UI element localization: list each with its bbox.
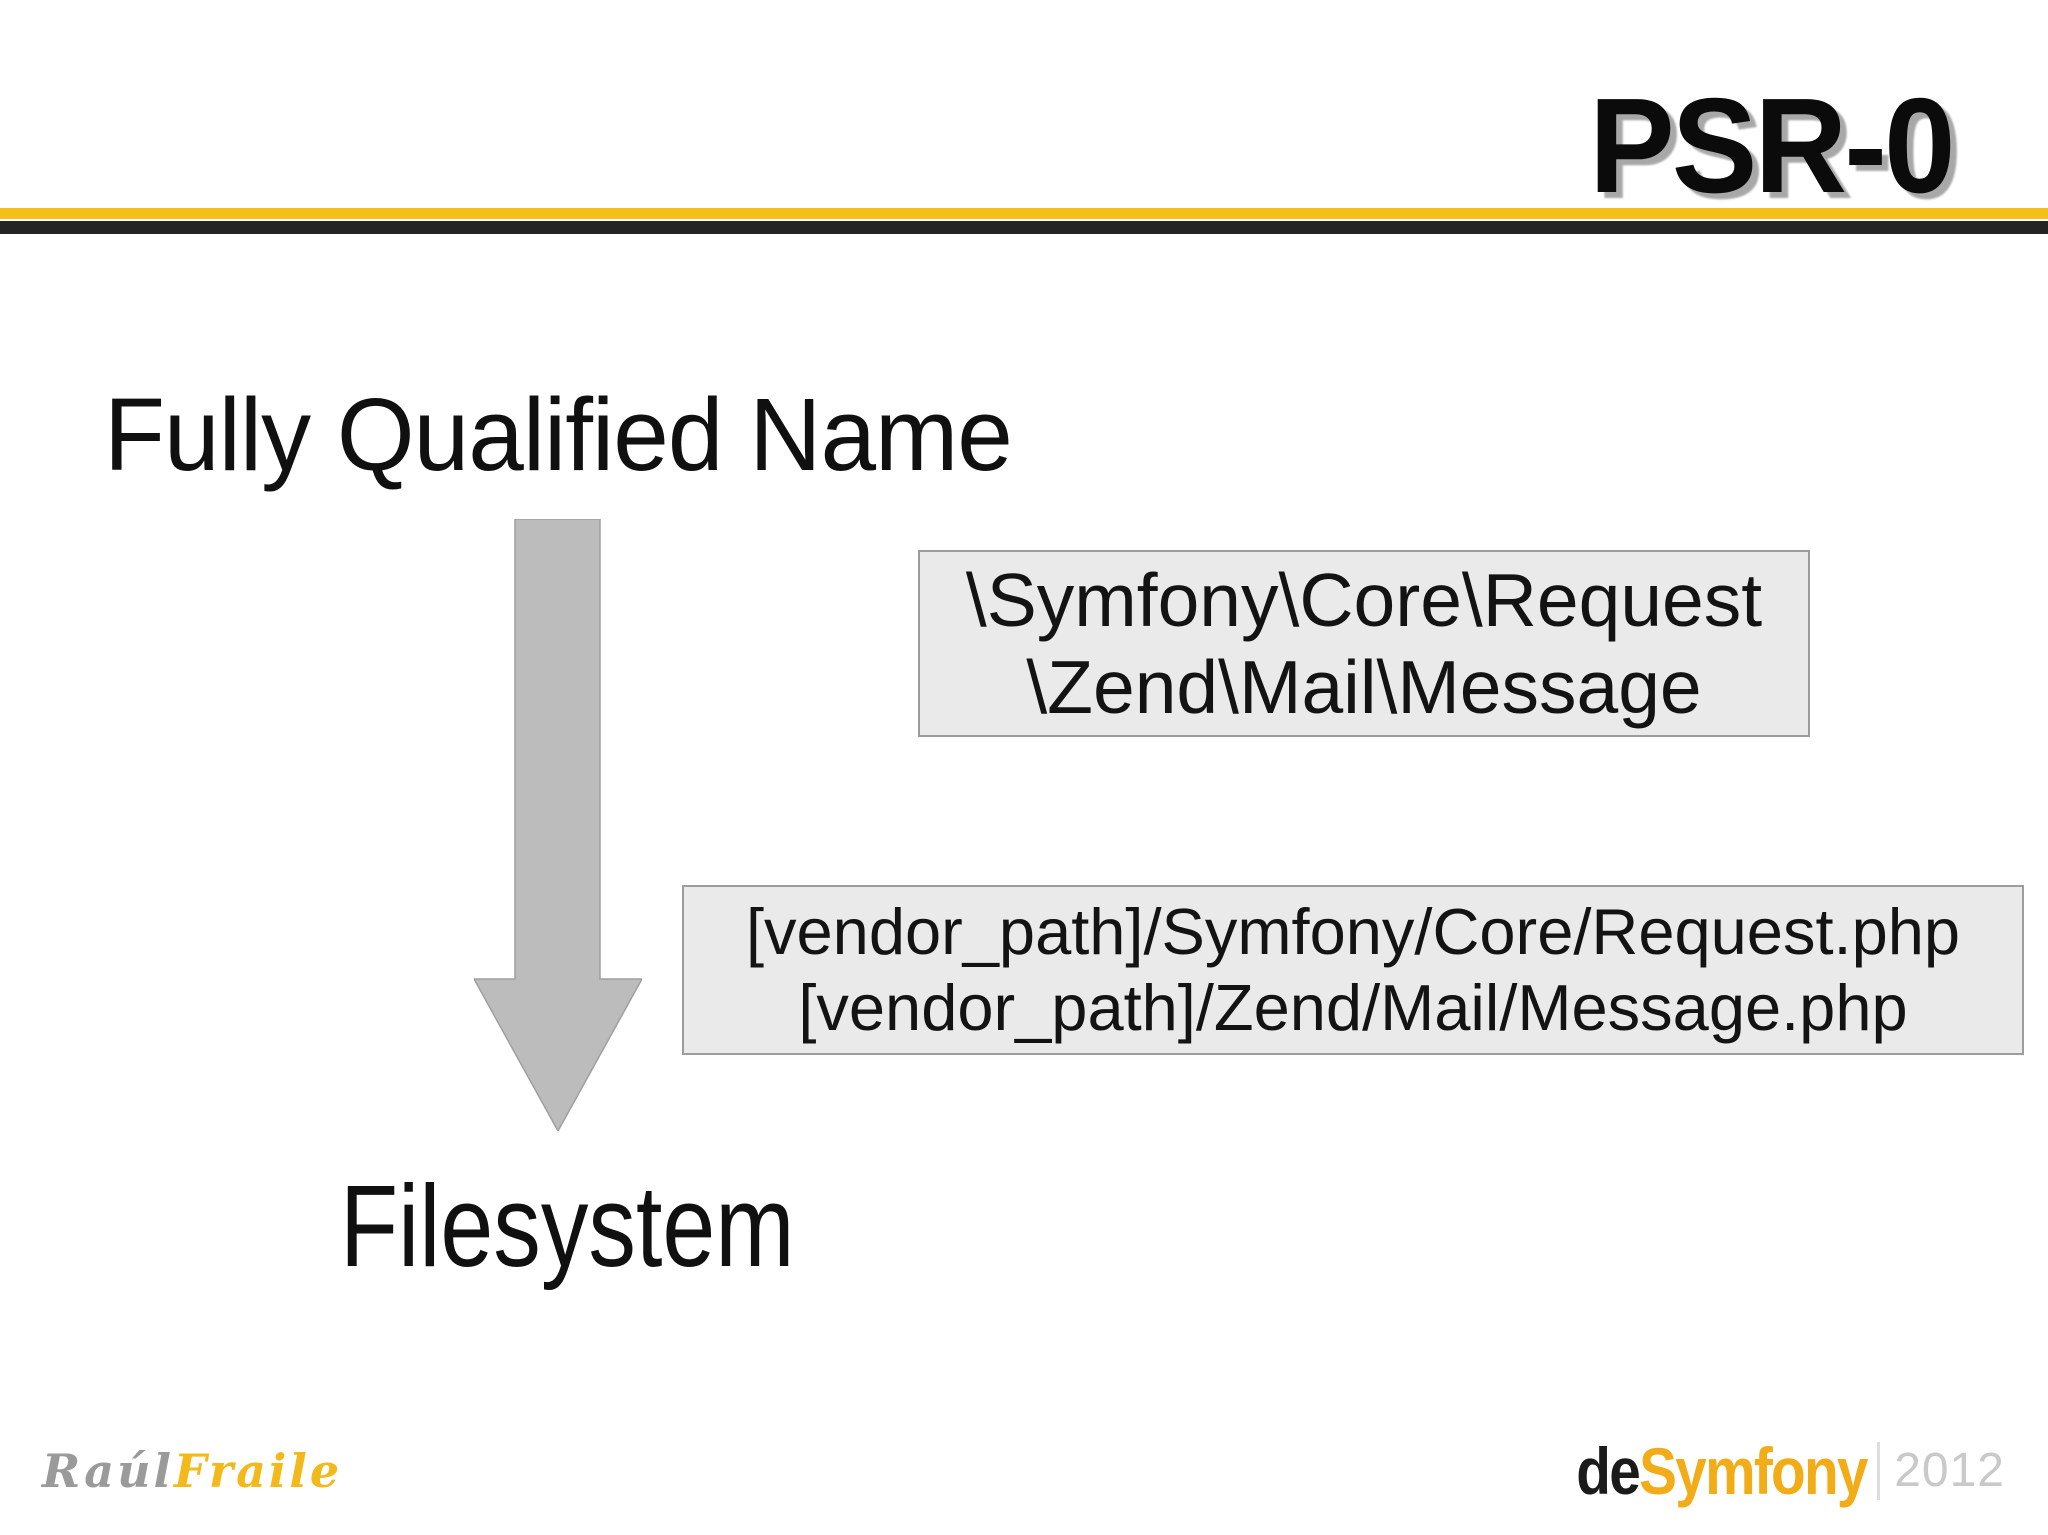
author-last-name: Fraile	[174, 1444, 343, 1498]
author-first-name: Raúl	[42, 1444, 175, 1498]
brand-wordmark: deSymfony	[1577, 1438, 1869, 1504]
accent-rule-black	[0, 221, 2048, 234]
fqn-example-line-2: \Zend\Mail\Message	[1026, 644, 1702, 729]
brand-divider	[1877, 1442, 1881, 1500]
path-example-line-2: [vendor_path]/Zend/Mail/Message.php	[798, 971, 1908, 1044]
brand-name: Symfony	[1639, 1434, 1869, 1508]
down-arrow-icon	[474, 519, 642, 1131]
conference-brand-logo: deSymfony 2012	[1529, 1438, 2005, 1504]
slide-title: PSR-0	[1589, 70, 1956, 221]
fqn-example-box: \Symfony\Core\Request \Zend\Mail\Message	[918, 550, 1810, 737]
path-example-line-1: [vendor_path]/Symfony/Core/Request.php	[745, 894, 1961, 968]
heading-fully-qualified-name: Fully Qualified Name	[104, 377, 1013, 492]
filesystem-path-example-box: [vendor_path]/Symfony/Core/Request.php […	[682, 885, 2024, 1055]
filesystem-label: Filesystem	[340, 1161, 795, 1291]
accent-rule-yellow	[0, 208, 2048, 219]
brand-year: 2012	[1894, 1444, 2005, 1497]
fqn-example-line-1: \Symfony\Core\Request	[965, 557, 1763, 642]
author-logo: RaúlFraile	[42, 1446, 342, 1497]
brand-prefix: de	[1576, 1434, 1642, 1508]
